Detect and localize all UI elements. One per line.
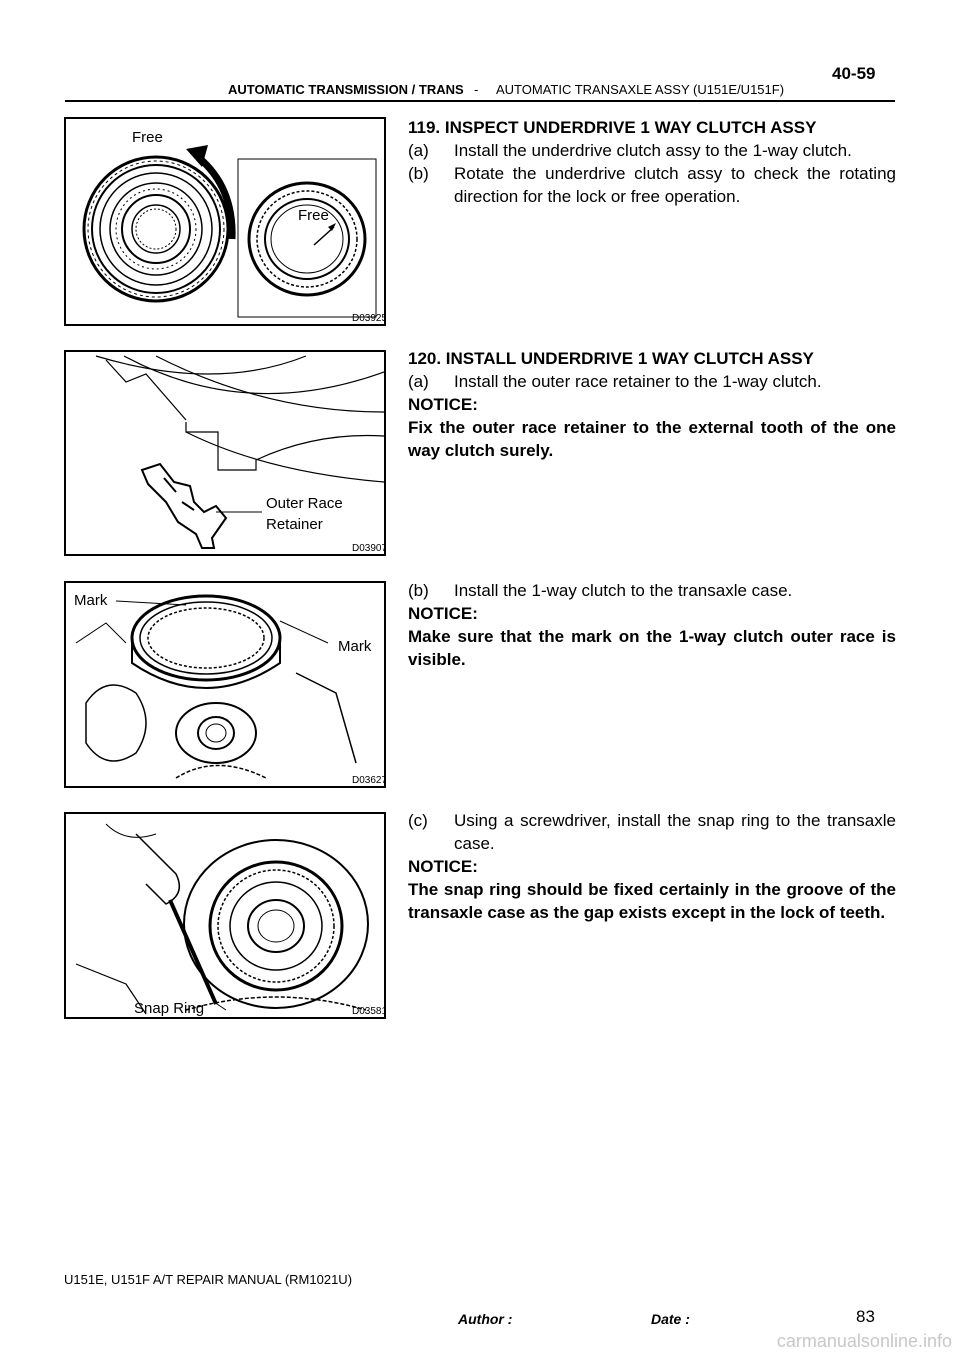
figure-label-outer-race: Outer Race xyxy=(266,495,343,512)
substep: (a) Install the outer race retainer to t… xyxy=(408,370,896,393)
step-119: 119. INSPECT UNDERDRIVE 1 WAY CLUTCH ASS… xyxy=(408,116,896,208)
notice-heading: NOTICE: xyxy=(408,395,478,414)
header-separator: - xyxy=(474,82,479,97)
substep-text: Rotate the underdrive clutch assy to che… xyxy=(454,164,896,206)
section-title: AUTOMATIC TRANSMISSION / TRANS xyxy=(228,82,464,97)
case-illustration xyxy=(75,594,357,779)
substep-text: Using a screwdriver, install the snap ri… xyxy=(454,811,896,853)
figure-clutch-free-rotation: Free Free D03925 xyxy=(64,117,386,326)
notice-heading: NOTICE: xyxy=(408,857,478,876)
substep-label: (a) xyxy=(408,141,429,160)
figure-label-snap-ring: Snap Ring xyxy=(134,1000,205,1017)
step-120: 120. INSTALL UNDERDRIVE 1 WAY CLUTCH ASS… xyxy=(408,347,896,462)
snap-ring-illustration xyxy=(75,823,369,1015)
figure-one-way-clutch-mark: Mark Mark D03627 xyxy=(64,581,386,788)
figure-label-free-2: Free xyxy=(298,207,329,224)
watermark: carmanualsonline.info xyxy=(776,1331,952,1351)
author-label: Author : xyxy=(458,1311,513,1327)
figure-label-retainer: Retainer xyxy=(266,516,323,533)
substep-label: (c) xyxy=(408,811,428,830)
notice-text: Make sure that the mark on the 1-way clu… xyxy=(408,627,896,669)
substep: (b) Rotate the underdrive clutch assy to… xyxy=(408,162,896,208)
substep: (a) Install the underdrive clutch assy t… xyxy=(408,139,896,162)
notice-text: The snap ring should be fixed certainly … xyxy=(408,880,896,922)
figure-label-mark-2: Mark xyxy=(338,638,372,655)
subsection-title: AUTOMATIC TRANSAXLE ASSY (U151E/U151F) xyxy=(496,82,785,97)
substep-label: (b) xyxy=(408,164,429,183)
step-120-c: (c) Using a screwdriver, install the sna… xyxy=(408,809,896,924)
step-120-b: (b) Install the 1-way clutch to the tran… xyxy=(408,579,896,671)
figure-code: D03627 xyxy=(352,775,386,786)
figure-code: D03907 xyxy=(352,543,386,554)
figure-label-free-1: Free xyxy=(132,129,163,146)
substep-label: (a) xyxy=(408,372,429,391)
figure-snap-ring: Snap Ring D03581 xyxy=(64,812,386,1019)
clutch-illustration xyxy=(82,145,377,318)
page-number-header: 40-59 xyxy=(832,64,876,83)
step-title: 119. INSPECT UNDERDRIVE 1 WAY CLUTCH ASS… xyxy=(408,118,817,137)
substep: (b) Install the 1-way clutch to the tran… xyxy=(408,579,896,602)
notice-text: Fix the outer race retainer to the exter… xyxy=(408,418,896,460)
notice-heading: NOTICE: xyxy=(408,604,478,623)
figure-outer-race-retainer: Outer Race Retainer D03907 xyxy=(64,350,386,556)
substep: (c) Using a screwdriver, install the sna… xyxy=(408,809,896,855)
manual-reference: U151E, U151F A/T REPAIR MANUAL (RM1021U) xyxy=(64,1272,353,1287)
header-rule xyxy=(65,100,895,102)
figure-label-mark-1: Mark xyxy=(74,592,108,609)
date-label: Date : xyxy=(651,1311,690,1327)
figure-code: D03925 xyxy=(352,313,386,324)
substep-text: Install the outer race retainer to the 1… xyxy=(454,372,822,391)
substep-text: Install the 1-way clutch to the transaxl… xyxy=(454,581,793,600)
substep-label: (b) xyxy=(408,581,429,600)
substep-text: Install the underdrive clutch assy to th… xyxy=(454,141,852,160)
figure-code: D03581 xyxy=(352,1006,386,1017)
step-title: 120. INSTALL UNDERDRIVE 1 WAY CLUTCH ASS… xyxy=(408,349,814,368)
page-number-footer: 83 xyxy=(856,1307,875,1326)
retainer-illustration xyxy=(95,355,384,549)
